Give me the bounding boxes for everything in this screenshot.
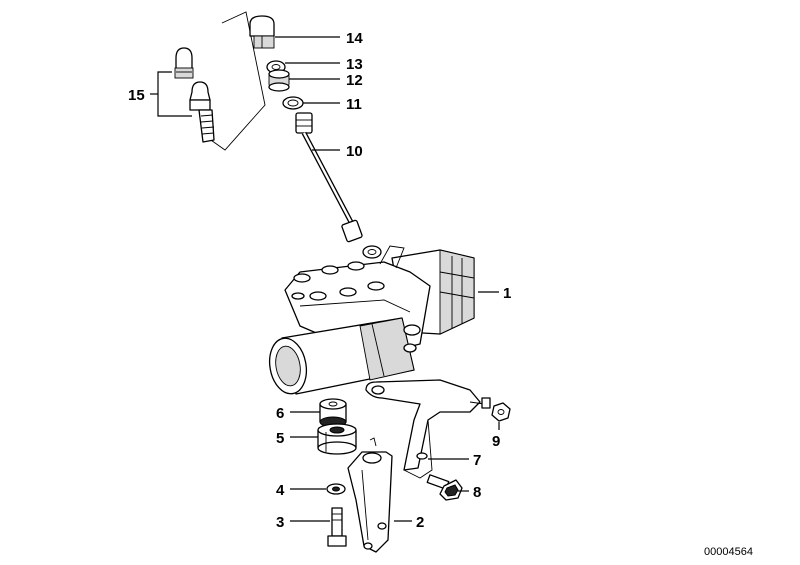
bolt-8 — [426, 474, 463, 501]
buffer-6 — [319, 398, 347, 428]
bracket-7 — [365, 379, 491, 479]
bleed-screw — [189, 81, 215, 143]
callout-1: 1 — [503, 285, 511, 302]
callout-9: 9 — [492, 433, 500, 450]
brake-pipe — [295, 112, 363, 243]
callout-13: 13 — [346, 56, 363, 73]
nut-9 — [491, 402, 511, 422]
callout-7: 7 — [473, 452, 481, 469]
callout-14: 14 — [346, 30, 363, 47]
group-outline — [207, 11, 266, 151]
bracket-2 — [347, 437, 393, 553]
ring-12 — [268, 69, 290, 92]
callout-2: 2 — [416, 514, 424, 531]
bolt-3 — [327, 507, 347, 547]
callout-8: 8 — [473, 484, 481, 501]
callout-12: 12 — [346, 72, 363, 89]
seal-11 — [282, 96, 304, 110]
callout-5: 5 — [276, 430, 284, 447]
callout-15: 15 — [128, 87, 145, 104]
callout-labels: 1 2 3 4 5 6 7 8 9 10 11 12 13 14 15 — [128, 30, 511, 531]
hydraulic-unit — [268, 245, 475, 395]
fitting-14 — [249, 15, 275, 49]
callout-3: 3 — [276, 514, 284, 531]
callout-10: 10 — [346, 143, 363, 160]
callout-11: 11 — [346, 96, 362, 113]
callout-lines — [150, 36, 500, 522]
mount-5 — [317, 423, 357, 455]
callout-4: 4 — [276, 482, 285, 499]
bleed-screw-cap — [174, 47, 194, 79]
washer-4 — [326, 483, 346, 495]
diagram-reference-number: 00004564 — [704, 546, 753, 558]
callout-6: 6 — [276, 405, 284, 422]
